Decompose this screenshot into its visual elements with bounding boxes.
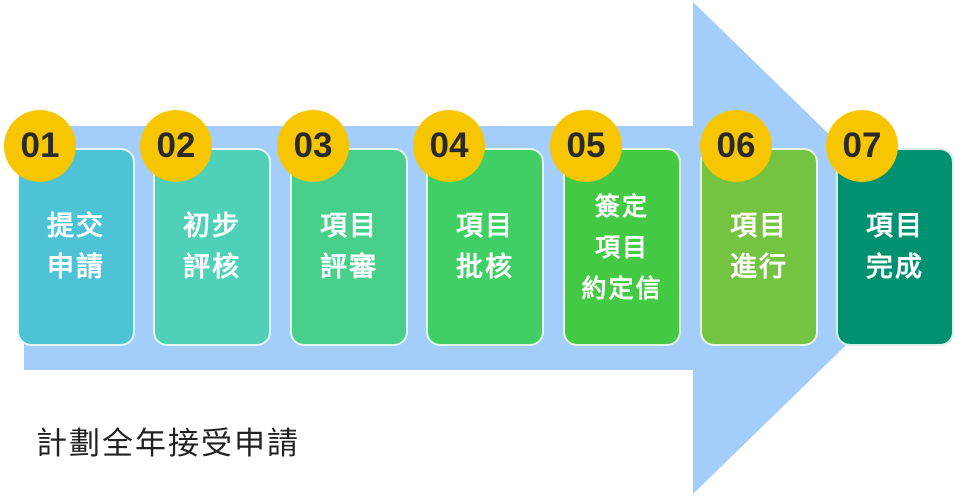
step-label: 項目 完成 — [866, 211, 924, 283]
step-label: 項目 進行 — [730, 211, 788, 283]
step-number-badge: 03 — [277, 110, 349, 182]
step-number-badge: 04 — [413, 110, 485, 182]
step-card-05: 簽定 項目 約定信 — [563, 148, 681, 346]
step-label: 項目 評審 — [320, 211, 378, 283]
step-card-06: 項目 進行 — [700, 148, 818, 346]
step-card-07: 項目 完成 — [836, 148, 954, 346]
step-number-badge: 02 — [140, 110, 212, 182]
step-number-badge: 05 — [550, 110, 622, 182]
step-number-badge: 06 — [700, 110, 772, 182]
step-label: 提交 申請 — [47, 211, 105, 283]
step-number-badge: 01 — [4, 110, 76, 182]
application-note: 計劃全年接受申請 — [36, 426, 300, 462]
step-label: 簽定 項目 約定信 — [581, 191, 663, 303]
step-label: 項目 批核 — [456, 211, 514, 283]
step-label: 初步 評核 — [183, 211, 241, 283]
step-number-badge: 07 — [826, 110, 898, 182]
